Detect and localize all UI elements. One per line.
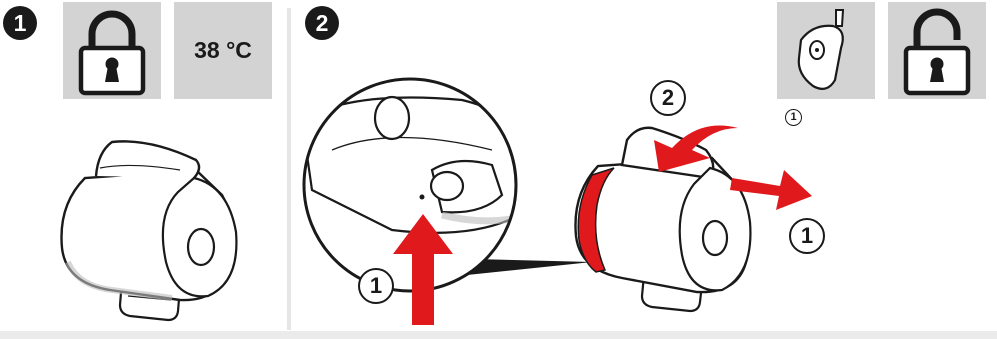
temperature-label: 38 °C [194,37,252,63]
key-tool-tile [777,2,875,99]
lock-closed-icon [78,10,146,96]
bottom-strip [0,331,997,339]
zoom-detail-view [302,77,592,325]
temperature-tile: 38 °C [174,2,272,99]
zoom-arrow-label: 1 [358,268,394,304]
lock-open-icon [903,8,971,96]
rotate-arrow-label: 2 [650,80,686,116]
unlock-key-tool-icon [797,9,845,91]
temperature-limiter-cap-icon [60,140,238,322]
step-2-panel: 2 1 [292,0,997,339]
temperature-limiter-cap-icon [574,125,812,313]
locked-tile [63,2,161,99]
step-1-badge: 1 [3,6,37,40]
unlocked-tile [888,2,986,99]
step-2-badge: 2 [305,6,339,40]
tool-callout-number: 1 [785,109,802,126]
panel-divider [287,8,291,330]
pull-arrow-label: 1 [789,218,825,254]
step-1-panel: 1 38 °C [0,0,287,339]
